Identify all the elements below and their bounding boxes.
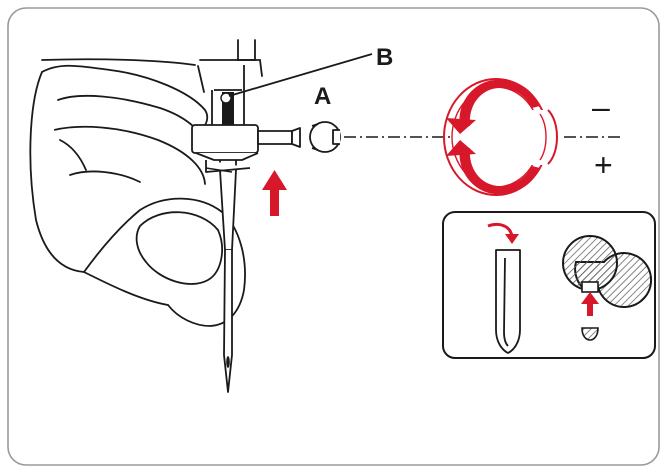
rotate-arrows-icon: [443, 78, 560, 196]
machine-body: [41, 39, 263, 93]
needle-bar: [211, 65, 245, 125]
needle-cross-section: [562, 235, 653, 341]
curved-arrow-icon: [487, 222, 519, 244]
needle-clamp: [191, 121, 341, 173]
plus-sign: +: [594, 147, 613, 183]
leader-line-b: [228, 53, 373, 97]
needle-shank: [495, 249, 521, 354]
minus-sign: –: [592, 89, 610, 125]
needle-bar-hole: [220, 92, 232, 104]
up-arrow-icon: [262, 170, 287, 216]
label-b: B: [376, 44, 393, 71]
label-a: A: [314, 83, 331, 110]
